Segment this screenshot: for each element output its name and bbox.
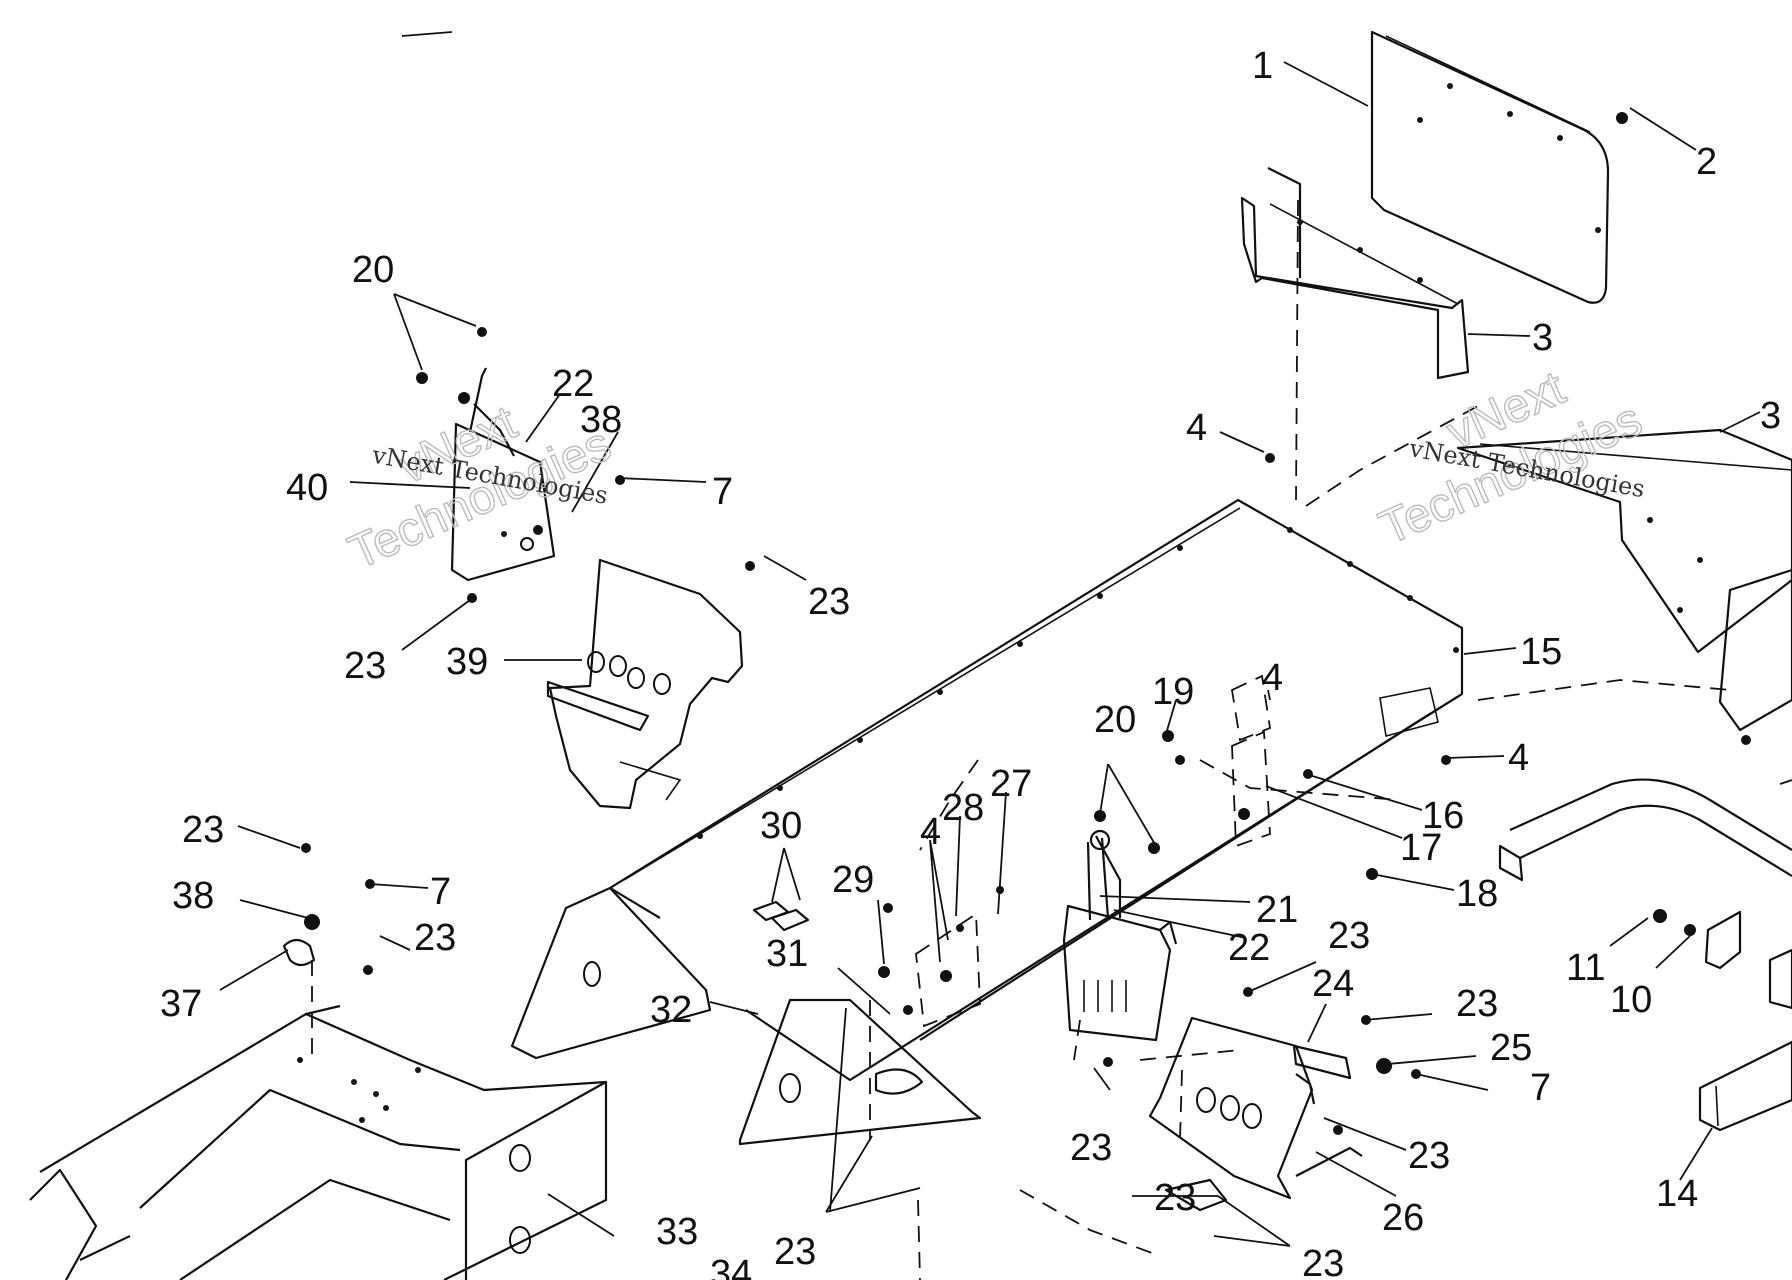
callout-38: 38 bbox=[580, 399, 622, 441]
callout-40: 40 bbox=[286, 467, 328, 509]
callout-23: 23 bbox=[414, 917, 456, 959]
callout-1: 1 bbox=[1252, 45, 1273, 87]
assembly-lines bbox=[311, 199, 1731, 1280]
callout-14: 14 bbox=[1656, 1173, 1698, 1215]
main-frame-part-15 bbox=[609, 498, 1464, 1082]
hopper-part-33 bbox=[29, 1004, 608, 1280]
end-plate bbox=[510, 886, 712, 1060]
callout-15: 15 bbox=[1520, 631, 1562, 673]
frame-bar bbox=[1498, 778, 1792, 882]
callout-11: 11 bbox=[1566, 947, 1605, 989]
callout-26: 26 bbox=[1382, 1197, 1424, 1239]
callout-20: 20 bbox=[1094, 699, 1136, 741]
callout-2: 2 bbox=[1696, 141, 1717, 183]
panel-plate-part-1 bbox=[1370, 30, 1610, 304]
callout-3: 3 bbox=[1760, 395, 1781, 437]
plate-part-40 bbox=[450, 367, 556, 582]
callout-labels: 1 2 3 3 4 4 4 4 7 7 7 10 11 14 15 16 17 … bbox=[160, 45, 1781, 1280]
callout-34: 34 bbox=[710, 1253, 752, 1280]
side-panel-part-3 bbox=[1456, 428, 1792, 732]
mount-bracket-part-26 bbox=[1148, 1016, 1363, 1212]
callout-29: 29 bbox=[832, 859, 874, 901]
callout-25: 25 bbox=[1490, 1027, 1532, 1069]
callout-23: 23 bbox=[1302, 1243, 1344, 1280]
callout-7: 7 bbox=[712, 471, 733, 513]
callout-23: 23 bbox=[1328, 915, 1370, 957]
control-assembly-part-21 bbox=[1062, 829, 1178, 1042]
callout-7: 7 bbox=[1530, 1067, 1551, 1109]
callout-28: 28 bbox=[942, 787, 984, 829]
callout-16: 16 bbox=[1422, 795, 1464, 837]
callout-23: 23 bbox=[1070, 1127, 1112, 1169]
callout-7: 7 bbox=[430, 871, 451, 913]
callout-3: 3 bbox=[1532, 317, 1553, 359]
callout-23: 23 bbox=[1154, 1177, 1196, 1219]
callout-39: 39 bbox=[446, 641, 488, 683]
callout-17: 17 bbox=[1400, 827, 1442, 869]
callout-33: 33 bbox=[656, 1211, 698, 1253]
callout-23: 23 bbox=[182, 809, 224, 851]
plate-part-24 bbox=[1292, 1044, 1352, 1080]
callout-32: 32 bbox=[650, 989, 692, 1031]
angle-bracket-part-3 bbox=[1240, 167, 1470, 380]
callout-4: 4 bbox=[1508, 737, 1529, 779]
callout-23: 23 bbox=[344, 645, 386, 687]
rail-part-14 bbox=[1698, 1040, 1792, 1132]
bracket-parts-10-11 bbox=[1704, 910, 1792, 1010]
callout-38: 38 bbox=[172, 875, 214, 917]
callout-37: 37 bbox=[160, 983, 202, 1025]
clip-part-37 bbox=[282, 938, 316, 967]
callout-10: 10 bbox=[1610, 979, 1652, 1021]
fasteners bbox=[301, 112, 1751, 1135]
plates-part-30 bbox=[752, 900, 810, 932]
callout-4: 4 bbox=[1262, 657, 1283, 699]
watermark-right: vNext Technologies bbox=[1371, 361, 1650, 556]
callout-20: 20 bbox=[352, 249, 394, 291]
callout-4: 4 bbox=[1186, 407, 1207, 449]
callout-23: 23 bbox=[808, 581, 850, 623]
callout-19: 19 bbox=[1152, 671, 1194, 713]
callout-23: 23 bbox=[1408, 1135, 1450, 1177]
lower-plate bbox=[738, 998, 982, 1146]
callout-22: 22 bbox=[1228, 927, 1270, 969]
callout-21: 21 bbox=[1256, 889, 1298, 931]
mount-bracket-part-39 bbox=[546, 558, 744, 810]
callout-23: 23 bbox=[774, 1231, 816, 1273]
callout-31: 31 bbox=[766, 933, 808, 975]
callout-22: 22 bbox=[552, 363, 594, 405]
callout-23: 23 bbox=[1456, 983, 1498, 1025]
inner-plates bbox=[915, 674, 1271, 1028]
leader-lines bbox=[219, 31, 1792, 1247]
callout-27: 27 bbox=[990, 763, 1032, 805]
callout-30: 30 bbox=[760, 805, 802, 847]
callout-4: 4 bbox=[920, 811, 941, 853]
callout-24: 24 bbox=[1312, 963, 1354, 1005]
callout-18: 18 bbox=[1456, 873, 1498, 915]
